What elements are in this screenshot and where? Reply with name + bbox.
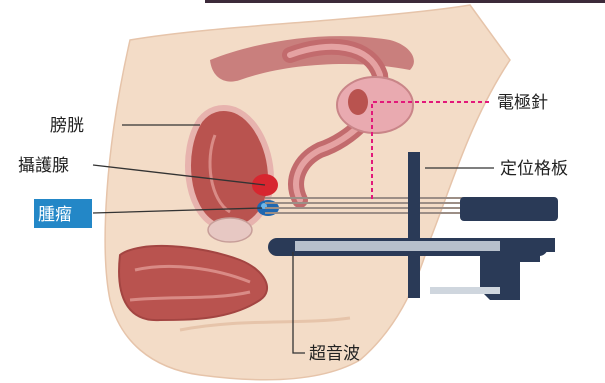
needle-holder <box>460 197 558 221</box>
label-tumor: 腫瘤 <box>38 205 72 225</box>
label-ultrasound: 超音波 <box>309 344 360 364</box>
top-edge-strip <box>205 0 605 3</box>
label-electrode-needle: 電極針 <box>497 93 548 113</box>
positioning-grid-plate <box>408 152 420 298</box>
pubic-bone <box>208 218 252 242</box>
label-prostate: 攝護腺 <box>18 156 69 176</box>
label-bladder: 膀胱 <box>50 116 84 136</box>
label-positioning-grid: 定位格板 <box>500 159 568 179</box>
seminal-organ-core <box>348 89 368 115</box>
